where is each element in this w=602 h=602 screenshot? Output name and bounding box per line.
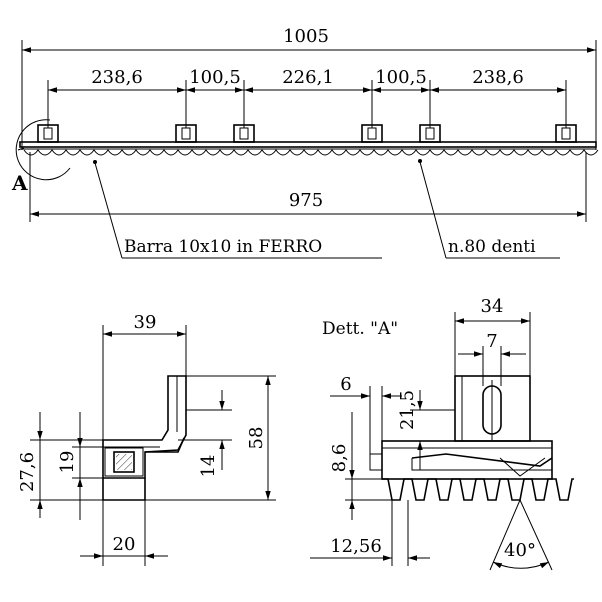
angle-line-right: [519, 499, 553, 571]
bracket-slot-5: [425, 127, 435, 140]
spacing-label-1: 238,6: [91, 67, 143, 88]
label-teeth: n.80 denti: [448, 237, 536, 257]
bracket-slot-6: [561, 127, 571, 140]
label-bar: Barra 10x10 in FERRO: [124, 237, 322, 257]
detail-view: Dett. "A" 34 7 6: [310, 296, 574, 571]
dimension-6: 6: [340, 374, 351, 395]
top-view: 1005 238,6 100,5 226,1 100,5 238,6: [11, 26, 599, 259]
dimension-angle-40: 40°: [504, 540, 536, 561]
detail-rack-body: [381, 440, 553, 480]
dimension-7: 7: [486, 331, 497, 352]
bracket-slot-2: [181, 127, 191, 140]
detail-title: Dett. "A": [322, 319, 398, 339]
bracket-slot-4: [367, 127, 377, 140]
bracket-1: [37, 124, 59, 143]
bracket-2: [175, 124, 197, 143]
spacing-label-4: 100,5: [375, 67, 427, 88]
side-view: 39 58 14 27,6 19 20: [17, 312, 276, 566]
spacing-label-3: 226,1: [282, 67, 334, 88]
bracket-6: [555, 124, 577, 143]
angle-arc: [492, 561, 550, 569]
detail-circle-arrow: [17, 147, 25, 151]
rack-bar: [19, 141, 597, 148]
mounting-brackets: [37, 124, 577, 143]
leader-dot-bar: [93, 160, 97, 164]
dimension-8-6: 8,6: [329, 444, 350, 473]
leader-dot-teeth: [418, 159, 422, 163]
detail-bar-v: [499, 457, 546, 477]
bracket-slot-3: [239, 127, 249, 140]
dimension-21-5: 21,5: [397, 390, 418, 430]
dimension-19: 19: [57, 451, 78, 474]
leader-line-teeth: [419, 161, 447, 259]
rack-teeth: [23, 149, 599, 156]
dimension-12-56: 12,56: [330, 536, 382, 557]
dimension-27-6: 27,6: [17, 452, 38, 492]
dimension-rack-length: 975: [289, 190, 323, 211]
bar-section-hatched: [104, 447, 144, 477]
detail-bar-top: [411, 453, 553, 467]
bar-section-square-hatch: [116, 454, 132, 470]
dimension-34: 34: [481, 296, 504, 317]
bracket-slot-1: [43, 127, 53, 140]
bracket-foot-hatch: [145, 437, 185, 453]
spacing-label-5: 238,6: [472, 67, 524, 88]
detail-bar-end: [369, 453, 383, 471]
bracket-4: [361, 124, 383, 143]
dimension-height-58: 58: [246, 427, 267, 450]
bar-section-square: [113, 451, 135, 473]
bracket-profile: [102, 375, 187, 479]
bracket-5: [419, 124, 441, 143]
detail-circle: [15, 119, 71, 181]
spacing-label-2: 100,5: [189, 67, 241, 88]
dimension-overall-length: 1005: [283, 26, 329, 47]
bracket-3: [233, 124, 255, 143]
detail-marker-a: A: [11, 171, 28, 195]
detail-teeth: [382, 478, 574, 501]
leader-line-bar: [94, 162, 123, 259]
rack-section: [102, 478, 146, 501]
dimension-width-39: 39: [134, 312, 157, 333]
detail-bar-outline: [411, 458, 552, 471]
angle-line-left: [489, 499, 521, 571]
dimension-20: 20: [113, 534, 136, 555]
dimension-14: 14: [198, 455, 219, 478]
